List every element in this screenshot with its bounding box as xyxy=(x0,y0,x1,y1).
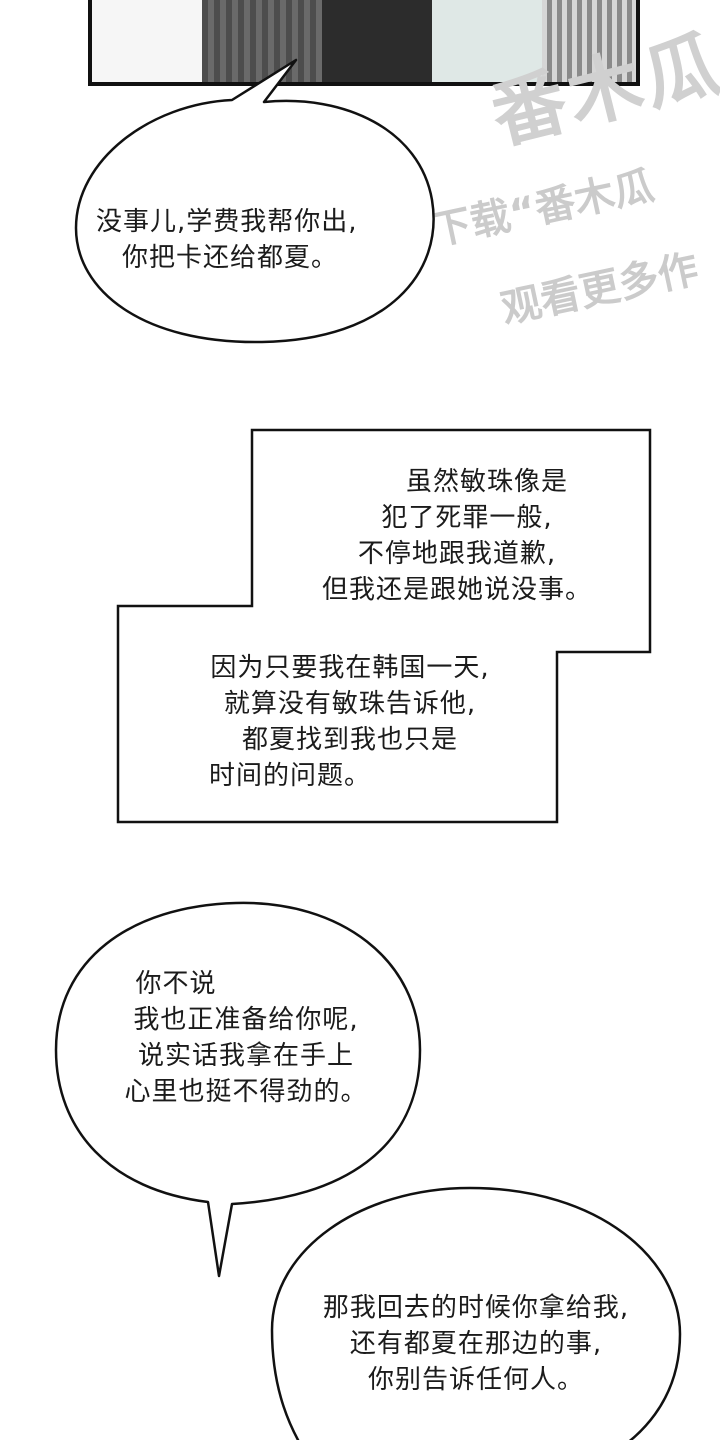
panel-character-suit xyxy=(322,0,432,82)
bubble-2-line: 说实话我拿在手上 xyxy=(137,1041,354,1071)
top-panel-illustration xyxy=(88,0,640,86)
bubble-3-text: 那我回去的时候你拿给我, 还有都夏在那边的事, 你别告诉任何人。 xyxy=(286,1290,666,1398)
bubble-3-line: 你别告诉任何人。 xyxy=(367,1365,584,1395)
narration-line: 但我还是跟她说没事。 xyxy=(321,575,592,605)
bubble-2-text: 你不说 我也正准备给你呢, 说实话我拿在手上 心里也挺不得劲的。 xyxy=(96,966,396,1110)
panel-window xyxy=(432,0,542,82)
bubble-3-line: 那我回去的时候你拿给我, xyxy=(322,1293,630,1323)
bubble-2-line: 我也正准备给你呢, xyxy=(133,1005,359,1035)
bubble-1-line: 没事儿,学费我帮你出, xyxy=(96,207,358,237)
narration-line: 不停地跟我道歉, xyxy=(357,539,557,569)
speech-bubble-1 xyxy=(74,58,435,344)
bubble-1-text: 没事儿,学费我帮你出, 你把卡还给都夏。 xyxy=(96,204,358,276)
panel-blinds xyxy=(542,0,636,82)
bubble-2-line: 心里也挺不得劲的。 xyxy=(124,1077,368,1107)
narration-box xyxy=(116,428,652,824)
bubble-3-line: 还有都夏在那边的事, xyxy=(349,1329,603,1359)
bubble-2-line: 你不说 xyxy=(135,969,217,999)
narration-line: 虽然敏珠像是 xyxy=(405,467,568,497)
narration-bottom-text: 因为只要我在韩国一天, 就算没有敏珠告诉他, 都夏找到我也只是 时间的问题。 xyxy=(150,650,550,794)
narration-line: 因为只要我在韩国一天, xyxy=(210,653,490,683)
narration-line: 就算没有敏珠告诉他, xyxy=(223,689,477,719)
narration-top-text: 虽然敏珠像是 犯了死罪一般, 不停地跟我道歉, 但我还是跟她说没事。 xyxy=(292,464,622,608)
narration-line: 犯了死罪一般, xyxy=(381,503,553,533)
narration-line: 都夏找到我也只是 xyxy=(241,725,458,755)
bubble-1-line: 你把卡还给都夏。 xyxy=(122,243,339,273)
panel-wall xyxy=(92,0,202,82)
speech-bubble-2 xyxy=(54,901,422,1278)
speech-bubble-3 xyxy=(270,1186,682,1440)
narration-line: 时间的问题。 xyxy=(208,761,371,791)
panel-curtain xyxy=(202,0,322,82)
